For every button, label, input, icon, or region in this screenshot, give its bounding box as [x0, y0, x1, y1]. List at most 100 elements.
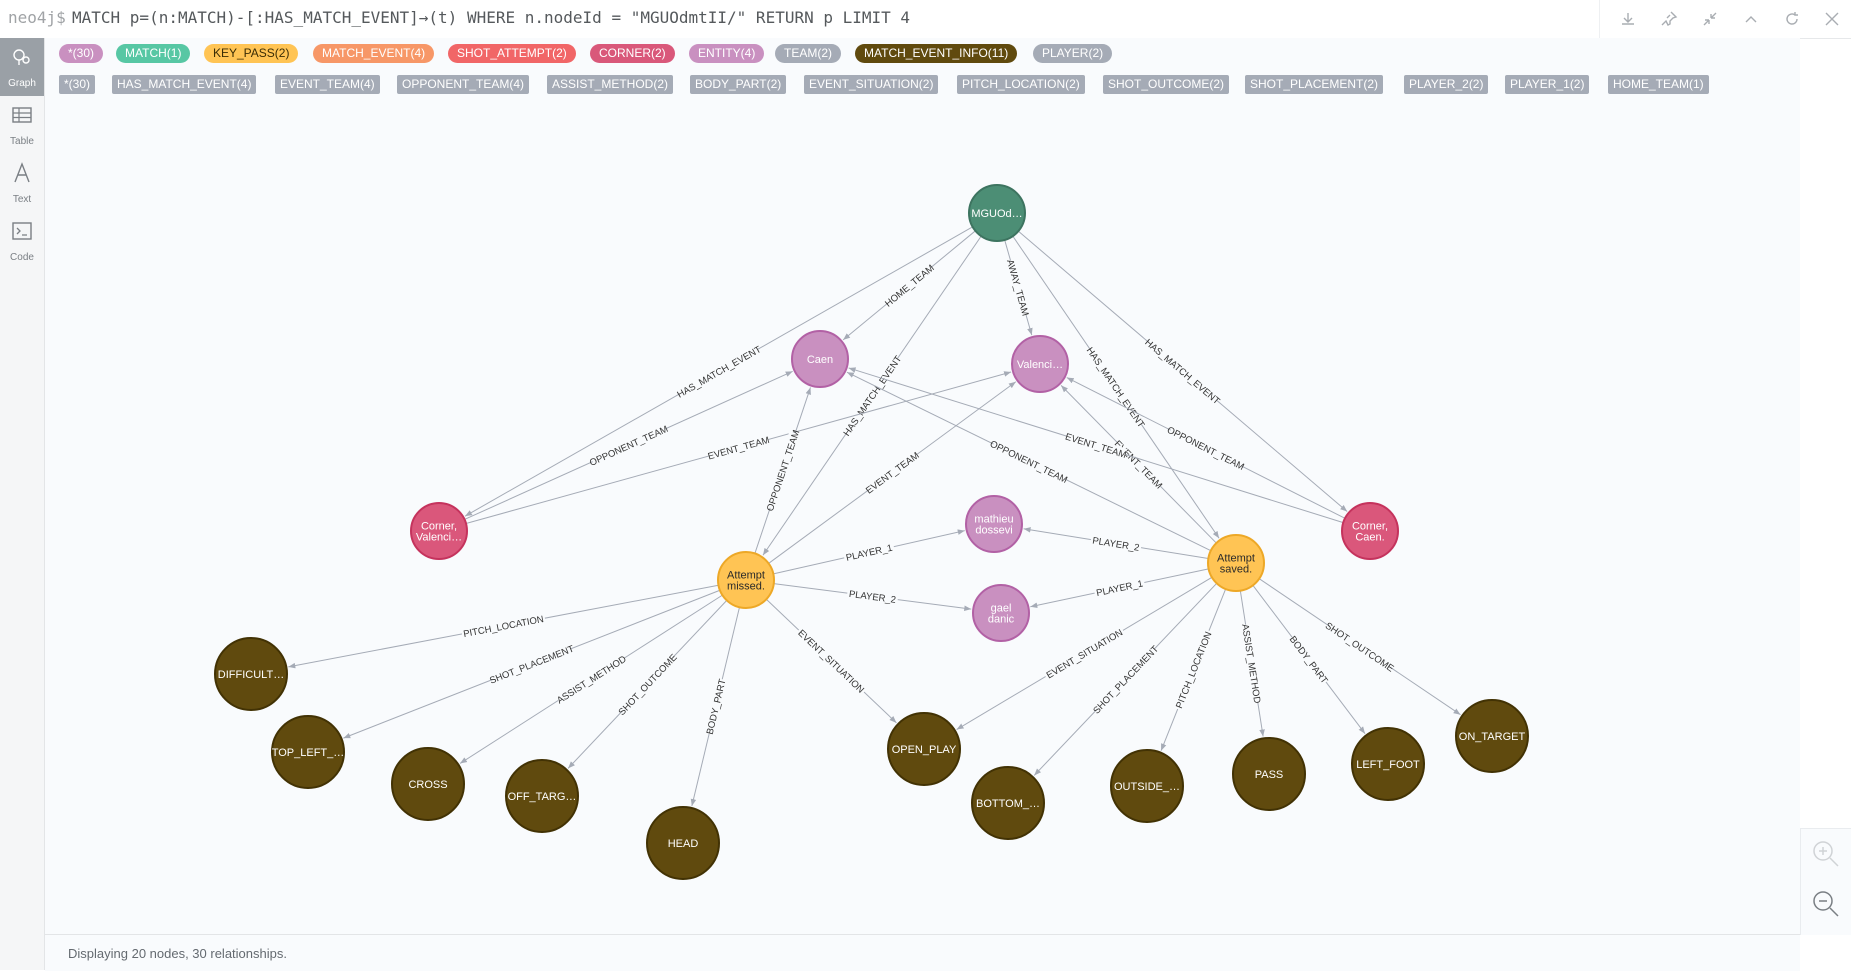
- relationship-opponent-team[interactable]: OPPONENT_TEAM: [464, 370, 793, 520]
- node-open-play[interactable]: OPEN_PLAY: [887, 712, 961, 786]
- table-view-tab[interactable]: Table: [0, 96, 44, 154]
- query-editor[interactable]: MATCH p=(n:MATCH)-[:HAS_MATCH_EVENT]→(t)…: [72, 8, 911, 27]
- node-off-target[interactable]: OFF_TARG…: [505, 759, 579, 833]
- code-view-tab[interactable]: Code: [0, 212, 44, 270]
- node-cross[interactable]: CROSS: [391, 747, 465, 821]
- legend-team[interactable]: TEAM(2): [775, 44, 841, 63]
- legend-has-match-event[interactable]: HAS_MATCH_EVENT(4): [112, 75, 257, 94]
- relationship-label: EVENT_TEAM: [1112, 438, 1164, 491]
- legend-player[interactable]: PLAYER(2): [1033, 44, 1113, 63]
- zoom-out-icon[interactable]: [1811, 889, 1841, 919]
- relationship-event-team[interactable]: EVENT_TEAM: [848, 367, 1344, 524]
- relationship-player-1[interactable]: PLAYER_1: [773, 529, 965, 575]
- legend-opponent-team[interactable]: OPPONENT_TEAM(4): [397, 75, 530, 94]
- relationship-label: PLAYER_1: [845, 543, 894, 564]
- pin-icon[interactable]: [1659, 9, 1679, 29]
- legend-event-situation[interactable]: EVENT_SITUATION(2): [804, 75, 939, 94]
- relationship-has-match-event[interactable]: HAS_MATCH_EVENT: [762, 235, 982, 556]
- node-corner-val[interactable]: Corner,Valenci…: [410, 502, 468, 560]
- legend-match[interactable]: MATCH(1): [116, 44, 191, 63]
- relationship-home-team[interactable]: HOME_TEAM: [842, 230, 976, 341]
- relationship-label: OPPONENT_TEAM: [765, 429, 802, 513]
- legend-player-1[interactable]: PLAYER_1(2): [1505, 75, 1590, 94]
- relationship-label: EVENT_TEAM: [1064, 432, 1128, 461]
- relationship-has-match-event[interactable]: HAS_MATCH_EVENT: [464, 226, 973, 517]
- legend-match-event-info[interactable]: MATCH_EVENT_INFO(11): [855, 44, 1018, 63]
- relationship-label: HAS_MATCH_EVENT: [842, 354, 905, 439]
- node-caption: DIFFICULT…: [218, 669, 284, 681]
- legend-shot-attempt[interactable]: SHOT_ATTEMPT(2): [448, 44, 576, 63]
- legend-all-relationships[interactable]: *(30): [59, 75, 96, 94]
- node-top-left[interactable]: TOP_LEFT_…: [271, 715, 345, 789]
- relationship-event-team[interactable]: EVENT_TEAM: [465, 371, 1012, 524]
- relationship-player-2[interactable]: PLAYER_2: [773, 583, 972, 612]
- relationship-player-1[interactable]: PLAYER_1: [1030, 568, 1209, 609]
- refresh-icon[interactable]: [1782, 9, 1802, 29]
- relationship-event-situation[interactable]: EVENT_SITUATION: [956, 576, 1213, 730]
- legend-key-pass[interactable]: KEY_PASS(2): [204, 44, 299, 63]
- relationship-event-team[interactable]: EVENT_TEAM: [1060, 385, 1217, 544]
- relationship-shot-placement[interactable]: SHOT_PLACEMENT: [1033, 582, 1218, 776]
- legend-assist-method[interactable]: ASSIST_METHOD(2): [547, 75, 674, 94]
- relationship-event-team[interactable]: EVENT_TEAM: [768, 381, 1017, 564]
- relationship-label: ASSIST_METHOD: [555, 654, 629, 707]
- zoom-in-icon[interactable]: [1811, 839, 1841, 869]
- node-caen[interactable]: Caen: [791, 330, 849, 388]
- node-caption: dossevi: [975, 525, 1012, 537]
- legend-corner[interactable]: CORNER(2): [590, 44, 675, 63]
- fullscreen-exit-icon[interactable]: [1700, 9, 1720, 29]
- relationship-assist-method[interactable]: ASSIST_METHOD: [459, 594, 723, 764]
- download-icon[interactable]: [1618, 9, 1638, 29]
- relationship-label: SHOT_OUTCOME: [617, 652, 680, 718]
- graph-view-tab[interactable]: Graph: [0, 38, 44, 96]
- node-head[interactable]: HEAD: [646, 806, 720, 880]
- relationship-away-team[interactable]: AWAY_TEAM: [1004, 239, 1033, 336]
- legend-shot-placement[interactable]: SHOT_PLACEMENT(2): [1245, 75, 1384, 94]
- legend-match-event[interactable]: MATCH_EVENT(4): [313, 44, 435, 63]
- relationship-shot-outcome[interactable]: SHOT_OUTCOME: [1258, 578, 1461, 716]
- relationship-opponent-team[interactable]: OPPONENT_TEAM: [754, 387, 811, 554]
- node-valenci[interactable]: Valenci…: [1011, 335, 1069, 393]
- node-difficult[interactable]: DIFFICULT…: [214, 637, 288, 711]
- node-outside[interactable]: OUTSIDE_…: [1110, 749, 1184, 823]
- legend-event-team[interactable]: EVENT_TEAM(4): [275, 75, 380, 94]
- legend-entity[interactable]: ENTITY(4): [689, 44, 765, 63]
- text-view-tab[interactable]: Text: [0, 154, 44, 212]
- legend-body-part[interactable]: BODY_PART(2): [690, 75, 787, 94]
- relationship-shot-outcome[interactable]: SHOT_OUTCOME: [567, 600, 728, 769]
- relationship-has-match-event[interactable]: HAS_MATCH_EVENT: [1017, 230, 1348, 512]
- node-caption: CROSS: [408, 779, 447, 791]
- relationship-has-match-event[interactable]: HAS_MATCH_EVENT: [1012, 235, 1220, 539]
- node-match[interactable]: MGUOd…: [968, 184, 1026, 242]
- collapse-up-icon[interactable]: [1741, 9, 1761, 29]
- node-bottom[interactable]: BOTTOM_…: [971, 766, 1045, 840]
- node-pass[interactable]: PASS: [1232, 737, 1306, 811]
- node-corner-caen[interactable]: Corner,Caen.: [1341, 502, 1399, 560]
- graph-canvas[interactable]: *(30) MATCH(1) KEY_PASS(2) MATCH_EVENT(4…: [45, 38, 1800, 934]
- legend-shot-outcome[interactable]: SHOT_OUTCOME(2): [1103, 75, 1230, 94]
- legend-player-2[interactable]: PLAYER_2(2): [1404, 75, 1489, 94]
- relationship-player-2[interactable]: PLAYER_2: [1023, 527, 1209, 560]
- relationship-body-part[interactable]: BODY_PART: [1252, 585, 1366, 734]
- relationship-event-situation[interactable]: EVENT_SITUATION: [765, 598, 897, 724]
- relationship-label: OPPONENT_TEAM: [1165, 425, 1246, 473]
- relationship-shot-placement[interactable]: SHOT_PLACEMENT: [343, 589, 721, 739]
- legend-pitch-location[interactable]: PITCH_LOCATION(2): [957, 75, 1085, 94]
- relationship-label: HAS_MATCH_EVENT: [675, 344, 763, 401]
- relationship-pitch-location[interactable]: PITCH_LOCATION: [288, 584, 719, 669]
- legend-home-team[interactable]: HOME_TEAM(1): [1608, 75, 1709, 94]
- node-on-target[interactable]: ON_TARGET: [1455, 699, 1529, 773]
- relationship-body-part[interactable]: BODY_PART: [690, 607, 740, 807]
- relationship-assist-method[interactable]: ASSIST_METHOD: [1239, 590, 1265, 737]
- relationship-opponent-team[interactable]: OPPONENT_TEAM: [846, 371, 1212, 552]
- relationship-opponent-team[interactable]: OPPONENT_TEAM: [1066, 377, 1346, 519]
- node-left-foot[interactable]: LEFT_FOOT: [1351, 727, 1425, 801]
- close-icon[interactable]: [1822, 9, 1842, 29]
- legend-all-nodes[interactable]: *(30): [59, 44, 104, 63]
- view-switcher: Graph Table Text Code: [0, 38, 45, 970]
- relationship-pitch-location[interactable]: PITCH_LOCATION: [1160, 588, 1227, 751]
